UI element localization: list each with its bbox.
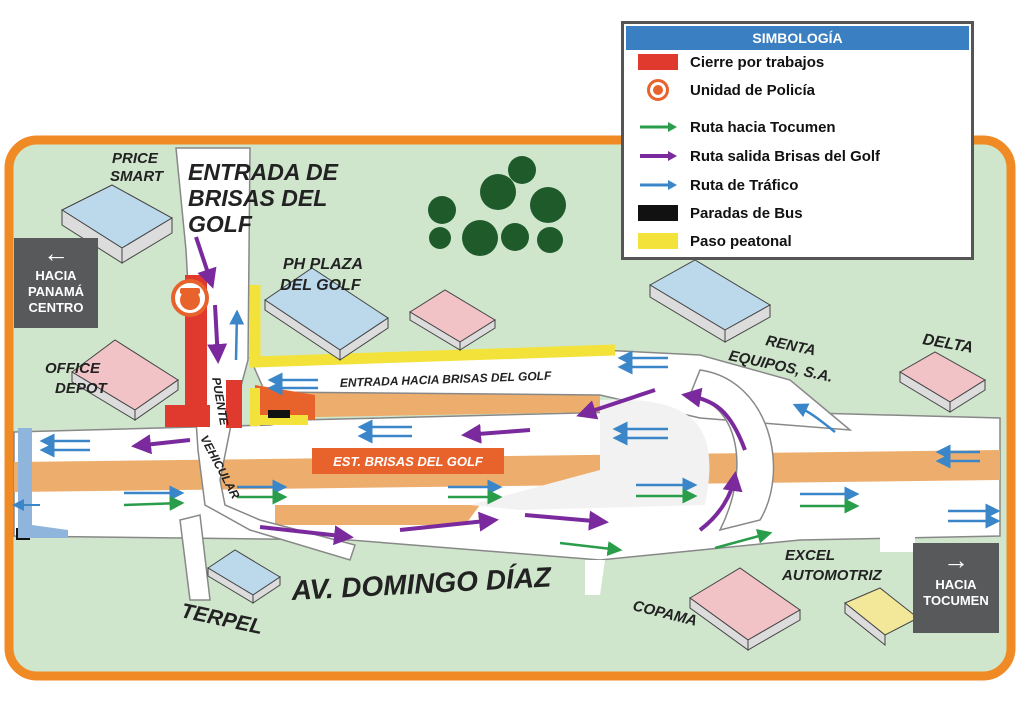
legend-label: Paradas de Bus	[690, 204, 803, 222]
sign-tocumen: → HACIA TOCUMEN	[913, 543, 999, 633]
black-block-icon	[638, 205, 678, 221]
entrance-median	[265, 390, 600, 418]
side-road	[179, 514, 211, 601]
entrada-title-2: BRISAS DEL	[188, 185, 327, 211]
sign-line: TOCUMEN	[923, 593, 989, 608]
office-depot-label: OFFICE	[45, 360, 101, 377]
police-icon	[647, 79, 669, 101]
red-block-icon	[638, 54, 678, 70]
legend-label: Unidad de Policía	[690, 81, 816, 99]
side-road-copama	[585, 560, 605, 595]
legend-label: Ruta de Tráfico	[690, 176, 799, 194]
traffic-arrows	[12, 309, 1001, 529]
legend-item: Cierre por trabajos	[638, 50, 824, 74]
side-road-right	[880, 530, 915, 552]
excel-label: EXCEL	[785, 547, 835, 564]
legend-label: Paso peatonal	[690, 232, 792, 250]
sign-line: HACIA	[35, 268, 77, 283]
inner-median	[275, 505, 480, 525]
loop-ramp	[688, 369, 775, 532]
office-depot-label: DEPOT	[55, 380, 109, 397]
pedestrian-crossing	[249, 285, 616, 368]
ph-plaza-label: DEL GOLF	[280, 277, 362, 294]
closure-block	[165, 405, 210, 427]
legend-panel: SIMBOLOGÍA Cierre por trabajos Unidad de…	[621, 21, 974, 260]
pedestrian-crossing	[258, 415, 308, 425]
legend-item: Ruta salida Brisas del Golf	[638, 144, 880, 168]
pedestrian-crossing	[250, 388, 260, 426]
legend-label: Ruta salida Brisas del Golf	[690, 147, 881, 165]
trees	[428, 156, 566, 256]
yellow-block-icon	[638, 233, 678, 249]
green-arrow-icon	[640, 122, 677, 132]
price-smart-label: SMART	[110, 168, 165, 185]
loop-fill	[470, 399, 710, 510]
ph-plaza-label: PH PLAZA	[283, 256, 363, 273]
station-box	[312, 448, 504, 474]
legend-item: Paso peatonal	[638, 229, 792, 253]
sign-line: HACIA	[935, 577, 977, 592]
arrow-left-icon: ←	[43, 238, 69, 268]
bus-stop	[268, 410, 290, 418]
police-icon	[171, 279, 209, 317]
legend-item: Ruta hacia Tocumen	[638, 115, 836, 139]
bus-bay	[18, 428, 68, 538]
tocumen-route-arrows	[123, 488, 860, 557]
closure-block	[226, 380, 242, 428]
sign-panama-centro: ← HACIA PANAMÁ CENTRO	[14, 238, 98, 328]
blue-arrow-icon	[640, 180, 677, 190]
buildings	[60, 184, 986, 651]
legend-item: Ruta de Tráfico	[638, 173, 798, 197]
purple-arrow-icon	[640, 151, 677, 161]
price-smart-label: PRICE	[112, 150, 159, 167]
station-label: EST. BRISAS DEL GOLF	[333, 454, 484, 469]
excel-label: AUTOMOTRIZ	[781, 567, 883, 584]
legend-label: Cierre por trabajos	[690, 53, 825, 71]
entrada-title-3: GOLF	[188, 211, 253, 237]
exit-route-arrows	[131, 236, 747, 546]
entrada-title-1: ENTRADA DE	[188, 159, 339, 185]
legend-item: Unidad de Policía	[638, 78, 815, 102]
legend-label: Ruta hacia Tocumen	[690, 118, 836, 136]
sign-line: CENTRO	[28, 300, 84, 315]
legend-item: Paradas de Bus	[638, 201, 803, 225]
arrow-right-icon: →	[943, 545, 969, 575]
legend-title: SIMBOLOGÍA	[626, 26, 969, 50]
sign-line: PANAMÁ	[27, 284, 85, 299]
